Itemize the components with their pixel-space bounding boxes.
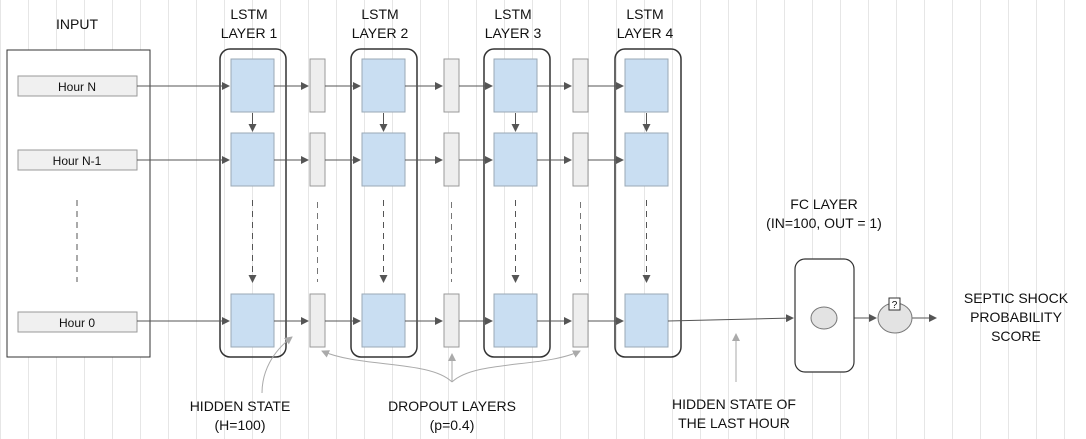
lstm-cell-l3-r0 (493, 58, 538, 113)
dropout-label-line1: DROPOUT LAYERS (388, 398, 516, 414)
lstm-cell-l1-r2 (230, 293, 275, 348)
lstm-cell-l2-r1 (361, 132, 406, 187)
dropout-cell-d2-r0 (443, 58, 460, 113)
input-container (6, 49, 151, 358)
dropout-pointer-3 (451, 350, 581, 383)
lstm-cell-l2-r2 (361, 293, 406, 348)
last-hidden-label-line2: THE LAST HOUR (678, 415, 790, 431)
annotations: HIDDEN STATE (H=100) DROPOUT LAYERS (p=0… (190, 333, 796, 433)
sigmoid-icon (888, 297, 901, 311)
layer-2-title-line2: LAYER 2 (352, 25, 409, 41)
layer-3-title-line1: LSTM (494, 6, 531, 22)
lstm-cell-l4-r2 (624, 293, 669, 348)
input-title: INPUT (56, 16, 98, 32)
lstm-cell-l3-r1 (493, 132, 538, 187)
to-fc-arrow (667, 314, 794, 323)
lstm-cell-l1-r1 (230, 132, 275, 187)
lstm-layer-frames (219, 48, 682, 358)
output-block: SEPTIC SHOCK PROBABILITY SCORE (964, 290, 1069, 344)
fc-node (810, 306, 838, 330)
lstm-layer-3-frame (483, 48, 551, 358)
vertical-connections (248, 113, 651, 283)
input-hour-0-label: Hour 0 (59, 316, 95, 330)
input-hour-0-box (17, 311, 138, 333)
input-hour-n-1-label: Hour N-1 (53, 154, 102, 168)
dropout-cell-d2-r2 (443, 293, 460, 348)
input-block: INPUT Hour N Hour N-1 Hour 0 (6, 16, 151, 358)
layer-1-title-line2: LAYER 1 (221, 25, 278, 41)
layer-headers: LSTM LAYER 1 LSTM LAYER 2 LSTM LAYER 3 L… (221, 6, 674, 41)
layer-4-title-line1: LSTM (626, 6, 663, 22)
hidden-state-label-line1: HIDDEN STATE (190, 398, 291, 414)
layer-4-title-line2: LAYER 4 (617, 25, 674, 41)
output-line3: SCORE (991, 328, 1041, 344)
input-hour-n-label: Hour N (58, 80, 96, 94)
layer-1-title-line1: LSTM (230, 6, 267, 22)
dropout-cell-d1-r0 (309, 58, 326, 113)
horizontal-connections (137, 82, 937, 325)
lstm-cells (230, 58, 669, 348)
dropout-pointer-1 (321, 350, 453, 383)
dropout-cell-d1-r1 (309, 132, 326, 187)
lstm-cell-l4-r1 (624, 132, 669, 187)
output-line1: SEPTIC SHOCK (964, 290, 1069, 306)
dropout-cell-d3-r2 (572, 293, 589, 348)
lstm-cell-l4-r0 (624, 58, 669, 113)
layer-3-title-line2: LAYER 3 (485, 25, 542, 41)
hidden-state-pointer (261, 336, 293, 394)
dropout-cell-d2-r1 (443, 132, 460, 187)
activation-glyph: ? (892, 300, 898, 311)
lstm-layer-2-frame (350, 48, 418, 358)
lstm-cell-l2-r0 (361, 58, 406, 113)
output-line2: PROBABILITY (970, 309, 1062, 325)
dropout-label-line2: (p=0.4) (430, 417, 475, 433)
lstm-cell-l3-r2 (493, 293, 538, 348)
fc-block: FC LAYER (IN=100, OUT = 1) ? (766, 196, 913, 373)
hidden-state-label-line2: (H=100) (215, 417, 266, 433)
fc-params: (IN=100, OUT = 1) (766, 215, 882, 231)
dropout-cell-d3-r0 (572, 58, 589, 113)
dropout-cell-d3-r1 (572, 132, 589, 187)
dropout-cells (309, 58, 589, 348)
layer-2-title-line1: LSTM (361, 6, 398, 22)
lstm-layer-4-frame (614, 48, 682, 358)
dropout-cell-d1-r2 (309, 293, 326, 348)
fc-title: FC LAYER (790, 196, 857, 212)
lstm-layer-1-frame (219, 48, 287, 358)
last-hidden-label-line1: HIDDEN STATE OF (672, 396, 796, 412)
lstm-cell-l1-r0 (230, 58, 275, 113)
